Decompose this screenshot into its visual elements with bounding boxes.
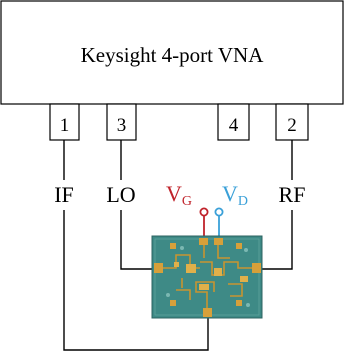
port-1-label: 1 [60, 115, 70, 136]
port-3-label: 3 [117, 115, 127, 136]
vg-label-main: V [166, 181, 182, 206]
port-4-label: 4 [229, 115, 239, 136]
vd-probe [214, 207, 224, 236]
lo-label: LO [106, 182, 135, 207]
port-3: 3 [106, 103, 137, 141]
vg-label: VG [166, 181, 192, 209]
port-4: 4 [217, 103, 250, 141]
rf-line-lower [262, 210, 293, 270]
vg-label-sub: G [182, 194, 192, 209]
vd-label-sub: D [238, 194, 248, 209]
vd-label-main: V [222, 181, 238, 206]
vd-label: VD [222, 181, 248, 209]
port-1: 1 [49, 103, 80, 141]
port-2: 2 [275, 103, 309, 141]
if-line-lower [63, 210, 209, 351]
rf-label: RF [279, 182, 306, 207]
lo-line-lower [120, 210, 152, 270]
mmic-chip [151, 235, 263, 319]
vna-title: Keysight 4-port VNA [81, 43, 265, 67]
vna-instrument-box [0, 0, 344, 105]
if-label: IF [54, 182, 74, 207]
vg-probe [199, 207, 209, 236]
port-2-label: 2 [287, 115, 297, 136]
